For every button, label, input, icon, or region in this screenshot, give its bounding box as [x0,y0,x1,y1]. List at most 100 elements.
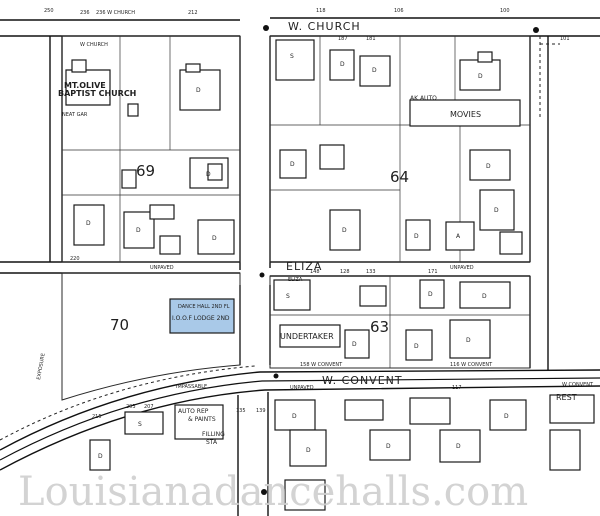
watermark-text: Louisianadancehalls.com [18,469,528,515]
block-69-number: 69 [136,162,155,180]
hydrant-icon [263,25,269,31]
address-number: 236 [80,10,90,16]
church-label-line1: MT.OLIVE [64,81,106,90]
address-number: 203 [126,404,136,410]
block-69 [61,35,241,263]
convent-small-far: W CONVENT [562,382,594,388]
address-number: 139 [256,408,266,414]
hydrant-markers [259,25,560,495]
church-street-small: 236 W CHURCH [96,10,135,16]
hydrant-icon [273,373,279,379]
dwelling-mark: S [138,421,142,428]
address-number: 100 [500,8,510,14]
lodge-hall-building [169,298,235,334]
church-building [65,69,111,106]
building-labels: MT.OLIVE BAPTIST CHURCH NEAT GAR AK AUTO… [36,81,577,446]
eliza-small-label: ELIZA [288,277,303,283]
hydrant-icon [533,27,539,33]
block-64-number: 64 [390,168,409,186]
convent-small-left: 158 W CONVENT [300,362,343,368]
address-number: 220 [70,256,80,262]
church-street-small-2: W CHURCH [80,42,108,48]
dwelling-mark: D [306,447,311,454]
dwelling-mark: S [286,293,290,300]
address-number: 215 [92,414,102,420]
address-number: 250 [44,8,54,14]
undertaker-building [279,324,341,348]
address-number: 181 [366,36,376,42]
neat-gar-label: NEAT GAR [62,112,88,118]
address-number: 101 [560,36,570,42]
movies-building [409,99,521,127]
address-number: 118 [316,8,326,14]
dwelling-mark: D [292,413,297,420]
address-numbers: 250 236 212 118 100 187 181 220 207 203 … [44,8,570,420]
ak-auto-label: AK AUTO [410,95,437,102]
block-70-number: 70 [110,316,129,334]
lodge-label-line1: DANCE HALL 2ND FL [178,304,230,310]
dwelling-mark: D [466,337,471,344]
w-convent-label: W. CONVENT [322,374,403,387]
dwelling-mark: D [486,163,491,170]
convent-small-right: 116 W CONVENT [450,362,493,368]
dwelling-mark: D [494,207,499,214]
filling-label: FILLING [202,431,225,438]
eliza-label: ELIZA [286,260,322,273]
dwelling-mark: D [372,67,377,74]
address-number: 171 [428,269,438,275]
block-numbers: 69 64 70 63 [110,162,409,336]
address-number: 135 [236,408,246,414]
block-64 [269,35,531,263]
dwelling-mark: D [86,220,91,227]
street-labels: W. CHURCH 236 W CHURCH W CHURCH ELIZA EL… [80,10,594,388]
paints-label: & PAINTS [188,416,216,423]
exposure-label: EXPOSURE [36,353,47,381]
address-number: 187 [338,36,348,42]
address-number: 117 [452,385,462,391]
unpaved-label-1: UNPAVED [150,265,174,271]
rest-label: REST [556,393,577,402]
address-number: 148 [310,269,320,275]
south-blocks [89,394,595,511]
lodge-label-line2: I.O.O.F LODGE 2ND [172,315,230,322]
auto-repair-label: AUTO REP [178,408,209,415]
sta-label: STA [206,439,218,446]
dwelling-mark: A [456,233,461,240]
address-number: 106 [394,8,404,14]
movies-label: MOVIES [450,110,481,119]
address-number: 212 [188,10,198,16]
dwelling-mark: D [98,453,103,460]
dwelling-mark: D [428,291,433,298]
dwelling-mark: D [386,443,391,450]
dwelling-mark: D [212,235,217,242]
dwelling-mark: D [206,171,211,178]
dwelling-mark: D [342,227,347,234]
church-label-line2: BAPTIST CHURCH [58,89,136,98]
hydrant-icon [259,272,265,278]
unpaved-label-2: UNPAVED [450,265,474,271]
block-63 [269,275,531,369]
dwelling-mark: D [478,73,483,80]
address-number: 207 [144,404,154,410]
w-church-label: W. CHURCH [288,20,361,33]
dwelling-mark: D [414,343,419,350]
dwelling-mark: D [456,443,461,450]
address-number: 128 [340,269,350,275]
dwelling-mark: D [352,341,357,348]
dwelling-mark: D [290,161,295,168]
block-63-number: 63 [370,318,389,336]
dwelling-mark: D [482,293,487,300]
undertaker-label: UNDERTAKER [280,332,334,341]
impassable-label: IMPASSABLE [176,384,207,390]
dwelling-mark: S [290,53,294,60]
dwelling-mark: D [340,61,345,68]
auto-repair-building [174,404,224,440]
dwelling-mark: D [136,227,141,234]
hydrant-icon [261,489,267,495]
unpaved-label-3: UNPAVED [290,385,314,391]
dwelling-mark: D [196,87,201,94]
block-70 [61,272,241,401]
dwelling-mark: D [414,233,419,240]
